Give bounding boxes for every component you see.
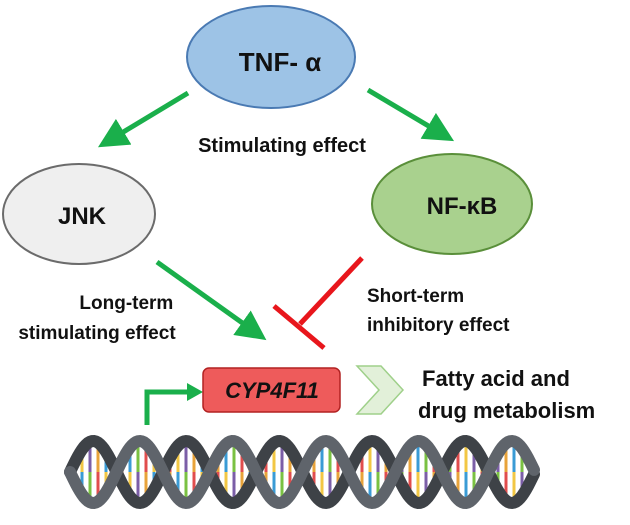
outcome-label: Fatty acid and drug metabolism (418, 366, 595, 423)
jnk-effect-line1: Long-term (79, 293, 173, 314)
nfkb-effect-line2: inhibitory effect (367, 315, 510, 336)
chevron-icon (355, 365, 405, 415)
tnf-effect-label: Stimulating effect (198, 135, 366, 157)
inhibit-nfkb-to-gene (272, 256, 364, 350)
gene-rect (202, 367, 341, 413)
outcome-line2: drug metabolism (418, 398, 595, 423)
jnk-label: JNK (58, 203, 107, 230)
gene-label: CYP4F11 (225, 378, 319, 403)
promoter-head (187, 383, 203, 401)
jnk-ellipse (2, 163, 156, 265)
arrow-tnf-to-jnk (98, 90, 190, 148)
arrow-tnf-to-nfkb (366, 87, 455, 142)
outcome-line1: Fatty acid and (422, 366, 570, 391)
inhibit-bar (272, 304, 326, 350)
promoter-line (144, 389, 190, 425)
node-nfkb: NF-κB (371, 153, 533, 255)
tnf-label: TNF- α (239, 47, 321, 77)
promoter-arrow-icon (144, 383, 203, 425)
nfkb-label: NF-κB (427, 193, 498, 220)
dna-backbone-front (64, 434, 540, 510)
jnk-effect-label: Long-term stimulating effect (18, 293, 178, 344)
node-tnf: TNF- α (186, 5, 356, 109)
node-jnk: JNK (2, 163, 156, 265)
arrow-jnk-to-gene (155, 259, 267, 341)
gene-box: CYP4F11 (202, 367, 341, 413)
nfkb-effect-line1: Short-term (367, 286, 464, 307)
nfkb-effect-label: Short-term inhibitory effect (367, 286, 510, 336)
nfkb-ellipse (371, 153, 533, 255)
inhibit-stem (298, 256, 364, 326)
tnf-ellipse (186, 5, 356, 109)
dna-helix-icon (64, 434, 540, 510)
jnk-effect-line2: stimulating effect (18, 323, 176, 344)
